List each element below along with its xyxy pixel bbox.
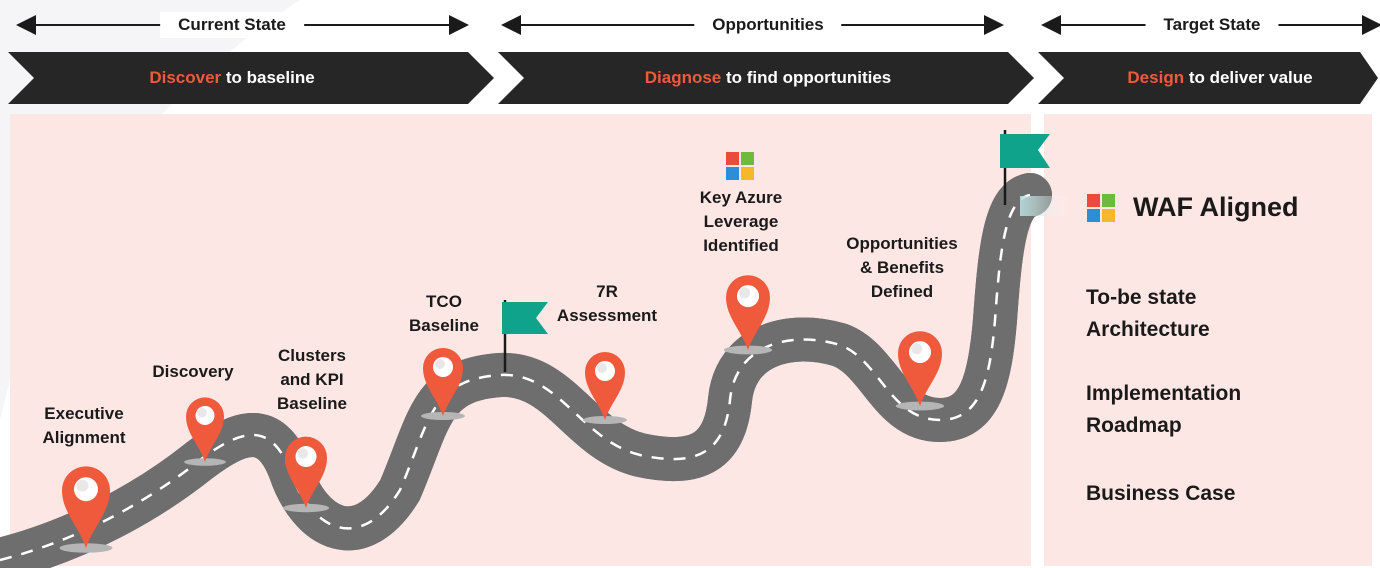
- flag-midpoint: [502, 300, 548, 372]
- pin-tco-baseline: [421, 348, 465, 420]
- pin-key-azure: [723, 275, 773, 355]
- target-architecture: To-be state Architecture: [1086, 286, 1210, 341]
- milestone-tco-baseline: TCO Baseline: [409, 292, 479, 335]
- chevron-discover: [8, 52, 494, 104]
- target-panel: [1044, 114, 1372, 566]
- phase-label-target-state: Target State: [1145, 12, 1279, 38]
- milestone-key-azure: Key Azure Leverage Identified: [699, 188, 783, 255]
- microsoft-logo-icon: [726, 152, 754, 180]
- phase-label-current-state: Current State: [160, 12, 304, 38]
- chevron-discover-rest: to baseline: [221, 68, 315, 87]
- chevron-row: Discover to baseline Diagnose to find op…: [0, 52, 1380, 104]
- chevron-diagnose-highlight: Diagnose: [644, 68, 722, 87]
- flag-target: [1000, 130, 1050, 205]
- phase-label-opportunities: Opportunities: [694, 12, 842, 38]
- chevron-design-rest: to deliver value: [1184, 68, 1313, 87]
- pin-7r-assessment: [583, 352, 627, 424]
- waf-aligned-title: WAF Aligned: [1133, 192, 1299, 222]
- chevron-discover-highlight: Discover: [149, 68, 222, 87]
- chevron-diagnose-label: Diagnose to find opportunities: [645, 52, 892, 104]
- chevron-design-label: Design to deliver value: [1127, 52, 1312, 104]
- pin-discovery: [184, 397, 226, 466]
- chevron-design-highlight: Design: [1127, 68, 1185, 87]
- pin-clusters-kpi: [282, 436, 330, 513]
- chevron-shapes: [8, 52, 1378, 104]
- chevron-design: [1038, 52, 1378, 104]
- milestone-executive-alignment: Executive Alignment: [42, 404, 126, 447]
- milestone-7r-assessment: 7R Assessment: [556, 282, 658, 325]
- milestone-opportunities-benefits: Opportunities & Benefits Defined: [846, 234, 958, 301]
- pin-opportunities: [895, 331, 945, 411]
- microsoft-logo-icon: [1087, 194, 1115, 222]
- milestone-clusters-kpi: Clusters and KPI Baseline: [277, 346, 347, 413]
- chevron-discover-label: Discover to baseline: [149, 52, 314, 104]
- target-roadmap: Implementation Roadmap: [1086, 382, 1242, 437]
- pin-executive-alignment: [59, 466, 113, 553]
- target-business-case: Business Case: [1086, 482, 1236, 505]
- milestone-discovery: Discovery: [152, 362, 234, 381]
- chevron-diagnose: [498, 52, 1034, 104]
- chevron-diagnose-rest: to find opportunities: [721, 68, 892, 87]
